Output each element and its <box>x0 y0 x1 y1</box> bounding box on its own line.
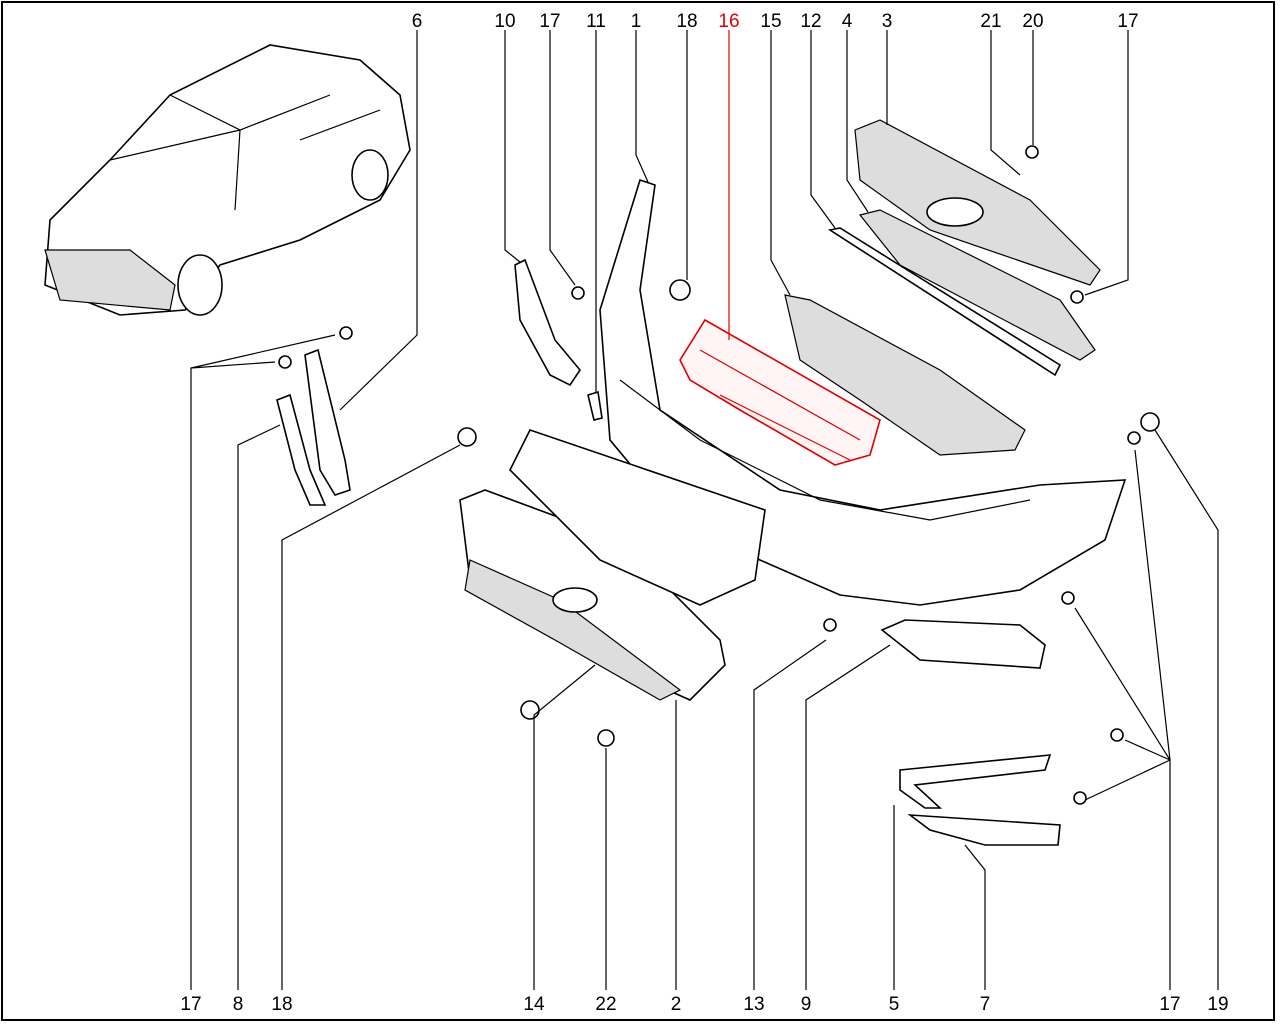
part-6-side-trim[interactable] <box>304 348 351 496</box>
part-15-absorber-bracket[interactable] <box>784 294 1026 456</box>
callout-4[interactable]: 4 <box>842 11 853 32</box>
callout-18[interactable]: 18 <box>271 994 292 1015</box>
callout-11[interactable]: 11 <box>586 11 606 32</box>
callout-14[interactable]: 14 <box>523 994 545 1015</box>
part-3-upper-grille[interactable] <box>854 119 1101 286</box>
callout-20[interactable]: 20 <box>1022 11 1043 32</box>
part-12-trim-strip[interactable] <box>827 227 1062 377</box>
callout-5[interactable]: 5 <box>889 994 900 1015</box>
callout-22[interactable]: 22 <box>595 994 616 1015</box>
callout-15[interactable]: 15 <box>760 11 781 32</box>
car-overview-illustration <box>44 44 411 316</box>
callout-18[interactable]: 18 <box>676 11 697 32</box>
callout-13[interactable]: 13 <box>743 994 764 1015</box>
part-10-bracket[interactable] <box>514 258 581 387</box>
leader-lines <box>190 30 1219 990</box>
part-9-fog-trim[interactable] <box>880 619 1046 669</box>
callout-1[interactable]: 1 <box>631 11 642 32</box>
callout-17[interactable]: 17 <box>180 994 201 1015</box>
callout-19[interactable]: 19 <box>1207 994 1228 1015</box>
part-16-highlighted-bracket[interactable] <box>679 318 881 466</box>
part-8-side-trim[interactable] <box>276 393 327 506</box>
callout-16-highlighted[interactable]: 16 <box>718 11 739 32</box>
callout-10[interactable]: 10 <box>494 11 515 32</box>
callout-7[interactable]: 7 <box>980 994 991 1015</box>
callout-8[interactable]: 8 <box>233 994 244 1015</box>
top-callout-labels: 6 10 17 11 1 18 16 15 12 4 3 21 20 17 <box>412 11 1139 32</box>
callout-17[interactable]: 17 <box>1159 994 1180 1015</box>
callout-9[interactable]: 9 <box>801 994 812 1015</box>
part-11-clip[interactable] <box>587 390 603 421</box>
callout-3[interactable]: 3 <box>882 11 893 32</box>
callout-6[interactable]: 6 <box>412 11 423 32</box>
part-7-trim[interactable] <box>907 814 1061 846</box>
part-shield-panel[interactable] <box>509 429 766 606</box>
callout-17[interactable]: 17 <box>1117 11 1138 32</box>
callout-12[interactable]: 12 <box>800 11 821 32</box>
bottom-callout-labels: 17 8 18 14 22 2 13 9 5 7 17 19 <box>180 994 1228 1015</box>
callout-17[interactable]: 17 <box>539 11 560 32</box>
callout-21[interactable]: 21 <box>980 11 1001 32</box>
fastener-icons <box>278 145 1160 805</box>
callout-2[interactable]: 2 <box>671 994 682 1015</box>
part-5-trim[interactable] <box>899 754 1052 809</box>
